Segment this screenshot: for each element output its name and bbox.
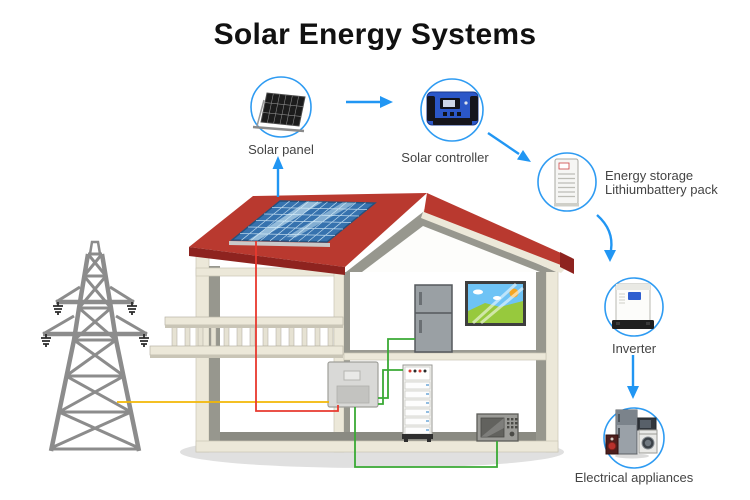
insulator-icon [41, 302, 149, 347]
inverter-icon [612, 283, 654, 329]
solar-controller-label: Solar controller [401, 150, 489, 165]
inverter-node [604, 277, 664, 337]
balcony-railing-icon [149, 316, 344, 358]
energy-storage-node [537, 152, 597, 212]
arrow-panel-to-controller [346, 96, 393, 108]
rooftop-solar-panel-icon [229, 201, 375, 247]
flow-arrows [272, 96, 639, 399]
center-post [333, 267, 345, 453]
electrical-appliances-label: Electrical appliances [574, 470, 694, 485]
battery-rack-node-icon [554, 158, 579, 207]
microwave-wire [354, 407, 498, 468]
right-wall [545, 261, 559, 453]
page-title: Solar Energy Systems [213, 18, 537, 51]
energy-storage-label-line2: Lithiumbattery pack [605, 182, 718, 197]
inverter-label: Inverter [611, 341, 657, 356]
arrow-roof-to-panel-node [272, 156, 284, 197]
wires [117, 241, 498, 468]
ground-floor [195, 440, 559, 453]
battery-rack-icon [402, 364, 433, 442]
arrow-controller-to-storage [487, 132, 531, 162]
solar-panel-node [251, 76, 311, 137]
solar-dc-wire [255, 241, 339, 412]
wall-picture-icon [465, 281, 526, 326]
electrical-appliances-node [603, 407, 665, 469]
gable-wall [362, 226, 540, 272]
wall-inverter-icon [327, 361, 379, 408]
energy-storage-label: Energy storage Lithiumbattery pack [605, 169, 740, 197]
solar-panel-label: Solar panel [248, 142, 314, 157]
flow-nodes [251, 76, 665, 469]
arrow-storage-to-inverter [596, 214, 616, 262]
battery-wire [378, 369, 403, 405]
solar-panel-icon [253, 93, 305, 131]
energy-storage-label-line1: Energy storage [605, 168, 694, 183]
ground-floor-cut [220, 432, 536, 441]
microwave-icon [476, 413, 519, 442]
solar-controller-node [420, 78, 484, 142]
mid-floor [343, 352, 547, 361]
appliances-icon [605, 409, 658, 459]
house-icon [149, 193, 574, 453]
power-tower-icon [41, 240, 149, 452]
refrigerator-icon [414, 284, 453, 353]
arrow-inverter-to-appliances [627, 355, 639, 399]
charge-controller-icon [426, 91, 479, 126]
